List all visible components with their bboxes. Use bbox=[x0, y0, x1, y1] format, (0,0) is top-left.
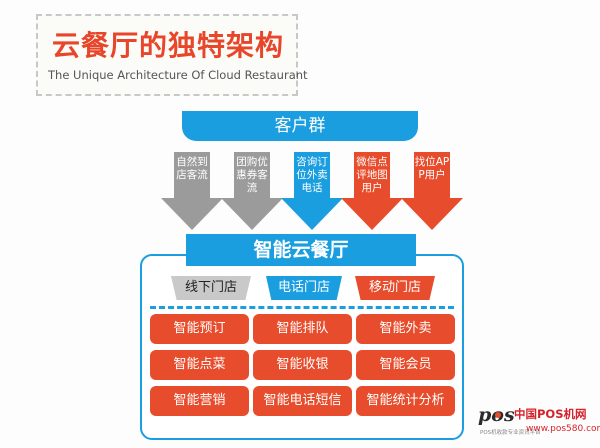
function-marketing: 智能营销 bbox=[150, 386, 249, 416]
channel-label: 咨询订位外卖电话 bbox=[296, 156, 328, 194]
watermark-tagline: POS机收款专业资讯平台 bbox=[480, 430, 541, 436]
store-offline: 线下门店 bbox=[171, 276, 251, 300]
channel-arrow-wechat: 微信点评地图用户 bbox=[341, 152, 403, 232]
function-takeout: 智能外卖 bbox=[356, 314, 455, 344]
function-reservation: 智能预订 bbox=[150, 314, 249, 344]
function-ordering: 智能点菜 bbox=[150, 350, 249, 380]
logo-dot-icon bbox=[495, 412, 501, 418]
title-box: 云餐厅的独特架构 The Unique Architecture Of Clou… bbox=[36, 14, 308, 96]
store-phone: 电话门店 bbox=[266, 276, 342, 300]
function-queue: 智能排队 bbox=[253, 314, 352, 344]
watermark-site-name: 中国POS机网 bbox=[514, 407, 587, 421]
function-phone-sms: 智能电话短信 bbox=[253, 386, 352, 416]
watermark-url: www.pos580.com bbox=[526, 424, 600, 434]
channel-arrow-phone: 咨询订位外卖电话 bbox=[281, 152, 343, 232]
channel-label: 找位APP用户 bbox=[414, 156, 450, 181]
channel-arrow-group-buy: 团购优惠券客流 bbox=[221, 152, 283, 232]
customer-group-bar: 客户群 bbox=[182, 111, 418, 141]
channel-label: 团购优惠券客流 bbox=[236, 156, 268, 194]
function-grid: 智能预订 智能排队 智能外卖 智能点菜 智能收银 智能会员 智能营销 智能电话短… bbox=[150, 314, 456, 416]
function-membership: 智能会员 bbox=[356, 350, 455, 380]
page-subtitle: The Unique Architecture Of Cloud Restaur… bbox=[48, 68, 308, 82]
dashed-divider bbox=[150, 306, 454, 309]
function-analytics: 智能统计分析 bbox=[356, 386, 455, 416]
channel-label: 微信点评地图用户 bbox=[356, 156, 388, 194]
page-title: 云餐厅的独特架构 bbox=[52, 29, 285, 62]
channel-arrow-walk-in: 自然到店客流 bbox=[161, 152, 223, 232]
channel-label: 自然到店客流 bbox=[176, 156, 208, 181]
channel-arrow-app: 找位APP用户 bbox=[401, 152, 463, 232]
smart-restaurant-bar: 智能云餐厅 bbox=[186, 234, 416, 266]
store-mobile: 移动门店 bbox=[355, 276, 435, 300]
watermark-logo: pos 中国POS机网 POS机收款专业资讯平台 www.pos580.com bbox=[478, 400, 600, 444]
function-cashier: 智能收银 bbox=[253, 350, 352, 380]
